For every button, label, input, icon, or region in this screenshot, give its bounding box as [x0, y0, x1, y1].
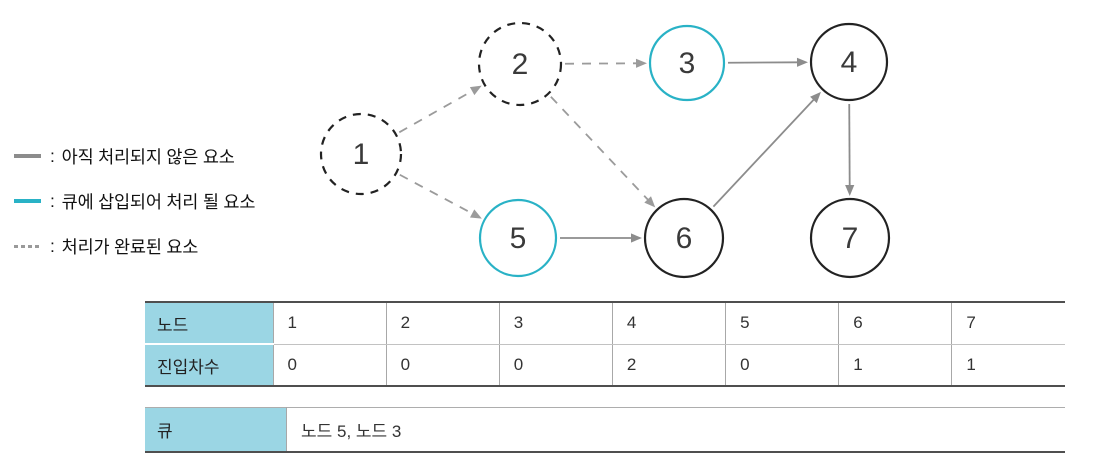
queue-row: 큐 노드 5, 노드 3 — [145, 407, 1065, 452]
table-cell: 0 — [386, 344, 500, 386]
table-row-nodes: 노드 1 2 3 4 5 6 7 — [145, 302, 1065, 345]
node-circle-queued — [478, 198, 558, 278]
queue-header-cell: 큐 — [145, 407, 287, 452]
legend-separator: : — [50, 235, 55, 256]
legend-item-unprocessed: : 아직 처리되지 않은 요소 — [14, 145, 255, 167]
graph-node-2: 2 — [477, 21, 563, 107]
indegree-table: 노드 1 2 3 4 5 6 7 진입차수 0 0 0 2 0 1 1 — [145, 301, 1065, 387]
graph-node-7: 7 — [809, 197, 891, 279]
table-cell: 2 — [612, 344, 727, 386]
node-label: 7 — [842, 222, 859, 255]
node-circle-done — [477, 21, 563, 107]
topology-graph: 1 2 3 4 5 6 7 — [319, 21, 891, 279]
node-label: 3 — [679, 47, 696, 80]
legend-label: 처리가 완료된 요소 — [61, 236, 199, 257]
table-cell: 5 — [725, 302, 840, 345]
graph-node-5: 5 — [478, 198, 558, 278]
legend-separator: : — [50, 145, 55, 166]
arrowhead-icon-5-6 — [631, 233, 642, 243]
table-cell: 3 — [499, 302, 613, 345]
arrowhead-icon-1-5 — [469, 209, 482, 219]
arrowhead-icon-4-7 — [845, 184, 855, 197]
table-header-cell: 진입차수 — [145, 344, 274, 386]
graph-node-6: 6 — [643, 197, 725, 279]
table-cell: 1 — [838, 344, 953, 386]
solid-gray-line-icon — [14, 154, 41, 158]
node-label: 6 — [676, 222, 693, 255]
legend-item-queued: : 큐에 삽입되어 처리 될 요소 — [14, 190, 255, 212]
table-cell: 2 — [386, 302, 500, 345]
table-cell: 0 — [273, 344, 387, 386]
arrowhead-icon-6-4 — [810, 91, 821, 104]
table-cell: 1 — [273, 302, 387, 345]
legend-separator: : — [50, 190, 55, 211]
legend-item-done: : 처리가 완료된 요소 — [14, 235, 255, 257]
table-cell: 0 — [725, 344, 840, 386]
graph-node-3: 3 — [648, 24, 726, 102]
node-label: 1 — [353, 138, 370, 171]
legend-label: 큐에 삽입되어 처리 될 요소 — [61, 191, 256, 212]
arrowhead-icon-2-6 — [644, 196, 656, 208]
node-circle-pending — [809, 22, 889, 102]
arrowhead-icon-1-2 — [469, 85, 482, 96]
edge-1-5 — [399, 173, 475, 216]
queue-value-cell: 노드 5, 노드 3 — [301, 421, 402, 441]
node-circle-queued — [648, 24, 726, 102]
node-label: 2 — [512, 48, 529, 81]
legend-label: 아직 처리되지 않은 요소 — [61, 146, 235, 167]
table-cell: 6 — [838, 302, 953, 345]
node-label: 4 — [841, 46, 858, 79]
table-cell: 1 — [951, 344, 1065, 386]
graph-node-1: 1 — [319, 112, 403, 196]
arrowhead-icon-3-4 — [796, 57, 809, 67]
node-circle-done — [319, 112, 403, 196]
table-cell: 4 — [612, 302, 727, 345]
arrowhead-icon-2-3 — [635, 58, 648, 68]
node-label: 5 — [510, 222, 527, 255]
edge-2-6 — [550, 96, 650, 202]
graph-node-4: 4 — [809, 22, 889, 102]
edge-6-4 — [712, 97, 816, 208]
dotted-gray-line-icon — [14, 244, 41, 248]
queue-table: 큐 노드 5, 노드 3 — [145, 407, 1065, 453]
solid-cyan-line-icon — [14, 199, 41, 203]
table-cell: 7 — [951, 302, 1065, 345]
node-circle-pending — [643, 197, 725, 279]
node-circle-pending — [809, 197, 891, 279]
legend: : 아직 처리되지 않은 요소 : 큐에 삽입되어 처리 될 요소 : 처리가 … — [14, 145, 255, 280]
table-header-cell: 노드 — [145, 302, 274, 345]
table-row-indegrees: 진입차수 0 0 0 2 0 1 1 — [145, 344, 1065, 386]
table-cell: 0 — [499, 344, 613, 386]
edge-1-2 — [398, 89, 475, 134]
